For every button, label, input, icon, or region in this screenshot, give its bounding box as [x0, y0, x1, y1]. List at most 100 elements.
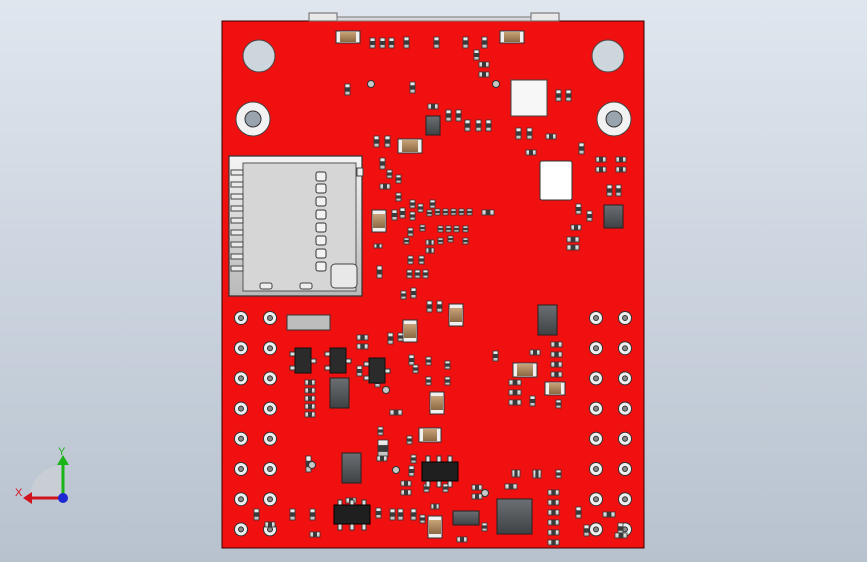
resistor [444, 360, 451, 370]
header-hole-center [622, 375, 628, 382]
resistor [264, 521, 276, 528]
resistor-core [313, 532, 317, 537]
via [481, 489, 489, 497]
large-components [286, 79, 624, 535]
resistor-core [618, 526, 623, 531]
resistor-core [556, 402, 561, 406]
ic-pin [436, 455, 442, 463]
resistor-core [465, 123, 470, 128]
resistor-core [370, 41, 375, 45]
ic-pin [447, 455, 453, 463]
resistor [462, 237, 469, 245]
resistor-core [551, 530, 556, 535]
resistor-core [383, 184, 387, 189]
resistor-core [392, 213, 397, 217]
header-hole-center [267, 405, 273, 412]
resistor [425, 356, 432, 366]
sd-side-pin [230, 241, 244, 248]
sd-side-pin [230, 265, 244, 272]
header-hole-center [238, 345, 244, 352]
resistor-core [463, 40, 468, 45]
resistor-core [426, 379, 431, 383]
transistor-lead [289, 351, 296, 357]
resistor [356, 334, 369, 341]
transistor-lead [363, 361, 370, 367]
resistor [391, 209, 398, 221]
resistor-core [411, 291, 416, 295]
resistor-core [554, 372, 559, 377]
resistor-core [407, 438, 412, 442]
capacitor [429, 391, 445, 415]
triad-y-arrow [57, 455, 69, 465]
resistor-core [438, 227, 443, 231]
resistor-core [413, 367, 418, 371]
resistor-core [475, 485, 479, 490]
resistor-core [400, 211, 405, 215]
resistor [547, 509, 560, 516]
resistor-core [360, 335, 365, 340]
resistor [444, 376, 451, 386]
resistor [545, 133, 557, 140]
resistor-core [404, 481, 408, 486]
capacitor-core [423, 429, 437, 441]
resistor-core [445, 379, 450, 383]
resistor [555, 469, 562, 479]
resistor-core [357, 369, 362, 373]
resistor [442, 483, 449, 493]
resistor-core [420, 226, 425, 230]
resistor-core [619, 167, 623, 172]
resistor-core [419, 258, 424, 262]
resistor-core [396, 195, 401, 199]
resistor-core [587, 214, 592, 218]
resistor-core [404, 490, 408, 495]
resistor-core [576, 510, 581, 515]
resistor-core [584, 528, 589, 533]
sd-card-socket [228, 155, 364, 297]
resistor [437, 237, 444, 245]
resistor-core [410, 85, 415, 90]
resistor [403, 237, 410, 245]
resistor-core [454, 227, 459, 231]
resistor-core [398, 512, 403, 517]
coordinate-triad[interactable]: Y X [15, 446, 69, 504]
resistor [473, 49, 480, 61]
resistor [529, 395, 536, 407]
resistor [615, 184, 622, 197]
resistor-core [427, 304, 432, 309]
resistor-core [446, 227, 451, 231]
resistor-core [389, 41, 394, 45]
resistor-core [398, 335, 403, 339]
resistor [532, 469, 542, 479]
transistor-lead [324, 351, 331, 357]
resistor-core [430, 202, 435, 206]
resistor-core [551, 500, 556, 505]
resistor [419, 224, 426, 232]
capacitor-core [450, 308, 462, 322]
resistor [425, 247, 435, 254]
resistor [426, 300, 433, 313]
header-hole-center [238, 466, 244, 472]
resistor-core [467, 210, 472, 214]
via [382, 386, 390, 394]
resistor [406, 269, 413, 279]
header-hole-center [238, 315, 244, 321]
resistor-core [576, 207, 581, 211]
resistor-core [401, 293, 406, 297]
resistor [430, 503, 440, 510]
resistor [400, 290, 407, 300]
resistor [458, 208, 465, 216]
header-hole-center [267, 435, 273, 442]
resistor [406, 435, 413, 445]
resistor [547, 539, 560, 546]
capacitor [499, 30, 525, 44]
resistor [425, 376, 432, 386]
sd-contact [315, 171, 327, 182]
resistor [377, 439, 389, 458]
resistor [575, 506, 582, 519]
resistor [478, 61, 490, 68]
resistor-core [434, 40, 439, 45]
capacitor [512, 362, 538, 378]
resistor [397, 332, 404, 342]
resistor-core [554, 362, 559, 367]
